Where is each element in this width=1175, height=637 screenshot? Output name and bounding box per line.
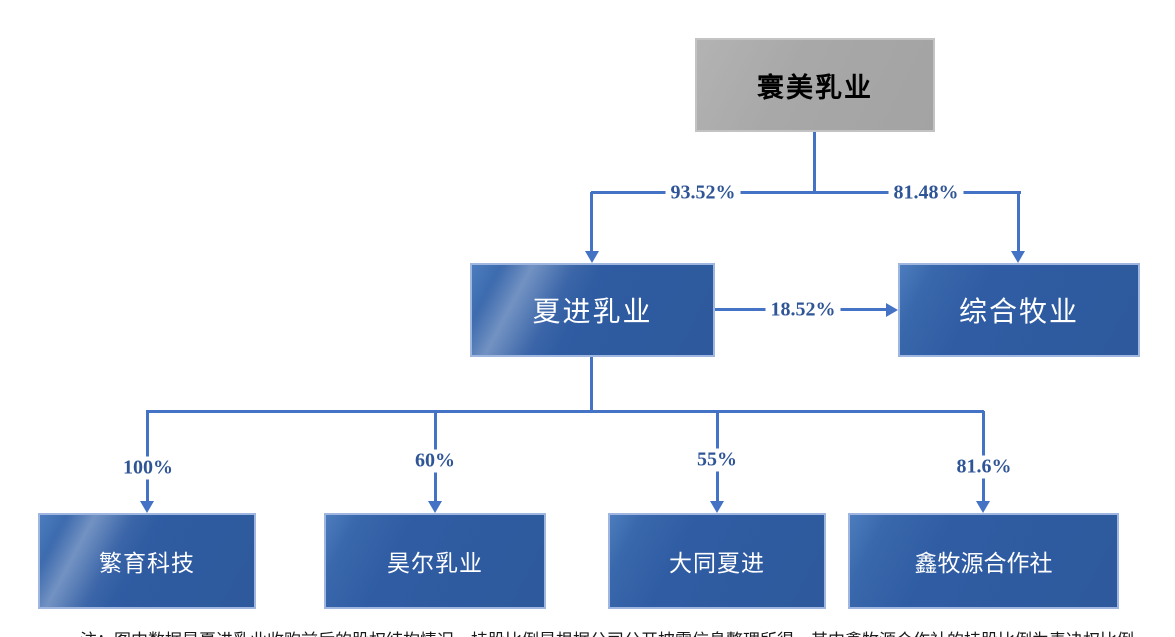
connector-split-horizontal: [591, 191, 1021, 194]
arrow-down-icon: [976, 501, 990, 513]
node-label: 寰美乳业: [757, 72, 873, 103]
node-label: 昊尔乳业: [387, 551, 483, 576]
arrow-down-icon: [585, 251, 599, 263]
connector-parent-down: [813, 132, 816, 193]
footnote-text: 注：图中数据是夏进乳业收购前后的股权结构情况，持股比例是根据公司公开披露信息整理…: [80, 626, 1170, 637]
arrow-down-icon: [140, 501, 154, 513]
node-subsidiary-3: 大同夏进: [608, 513, 826, 609]
node-label: 大同夏进: [669, 551, 765, 576]
node-subsidiary-2: 昊尔乳业: [324, 513, 546, 609]
ownership-label-b1: 100%: [118, 456, 178, 480]
arrow-down-icon: [710, 501, 724, 513]
ownership-label-b2: 60%: [410, 449, 460, 473]
node-mid-right-company: 综合牧业: [898, 263, 1140, 357]
arrow-down-icon: [428, 501, 442, 513]
ownership-label-parent-midright: 81.48%: [888, 181, 964, 205]
connector-distribution-horizontal: [146, 410, 984, 413]
arrow-right-icon: [886, 303, 898, 317]
node-parent-company: 寰美乳业: [695, 38, 935, 132]
node-label: 夏进乳业: [532, 297, 653, 328]
node-subsidiary-4: 鑫牧源合作社: [848, 513, 1119, 609]
ownership-label-midleft-midright: 18.52%: [765, 298, 841, 322]
ownership-label-b4: 81.6%: [951, 455, 1017, 479]
connector-drop-left: [590, 192, 593, 252]
arrow-down-icon: [1011, 251, 1025, 263]
ownership-label-b3: 55%: [692, 448, 742, 472]
node-label: 鑫牧源合作社: [914, 551, 1053, 576]
node-label: 繁育科技: [99, 551, 195, 576]
node-label: 综合牧业: [958, 297, 1079, 328]
connector-drop-right: [1017, 192, 1020, 252]
ownership-label-parent-midleft: 93.52%: [665, 181, 741, 205]
connector-midleft-down: [590, 357, 593, 413]
node-subsidiary-1: 繁育科技: [38, 513, 256, 609]
node-mid-left-company: 夏进乳业: [470, 263, 715, 357]
